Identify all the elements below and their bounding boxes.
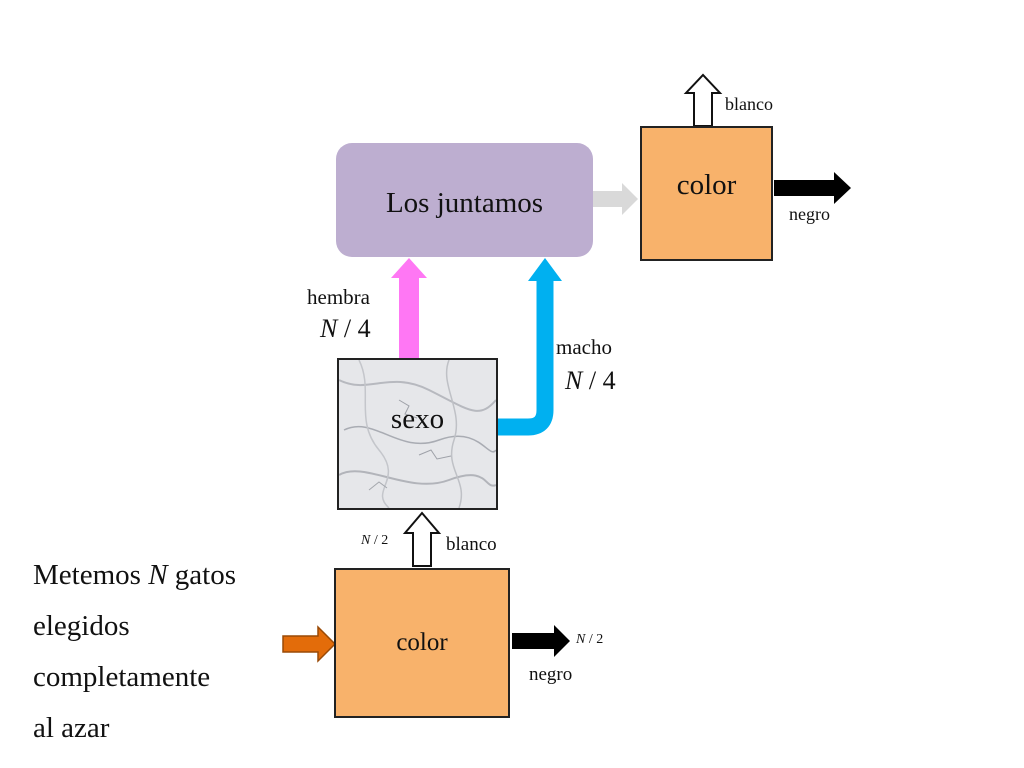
sexo-label: sexo	[390, 402, 445, 435]
sexo-box: sexo	[337, 358, 498, 510]
intro-line-1-a: Metemos	[33, 559, 149, 591]
juntamos-label: Los juntamos	[385, 186, 544, 219]
input-arrow	[282, 625, 337, 663]
hembra-count: N / 4	[320, 316, 371, 342]
marble-texture	[339, 360, 496, 508]
bottom-output-count-frac: / 2	[588, 632, 604, 647]
bottom-blanco-label: blanco	[446, 534, 497, 555]
macho-arrowhead	[528, 258, 562, 281]
intro-line-4: al azar	[33, 712, 110, 744]
hembra-arrow	[391, 258, 427, 358]
bottom-negro-arrow	[512, 625, 570, 657]
sexo-input-count-frac: / 2	[373, 533, 389, 548]
intro-line-1-b: gatos	[167, 559, 236, 591]
bottom-blanco-arrow	[402, 511, 442, 567]
hembra-count-frac: / 4	[343, 314, 371, 343]
bottom-negro-label: negro	[529, 664, 573, 685]
intro-line-1-n: N	[148, 559, 168, 591]
top-blanco-label: blanco	[725, 94, 773, 114]
macho-count-n: N	[565, 366, 583, 395]
macho-label: macho	[556, 335, 612, 359]
intro-line-1: Metemos N gatos	[33, 550, 236, 601]
color-bottom-label: color	[396, 629, 448, 656]
top-blanco-arrow	[683, 73, 723, 127]
intro-line-3: completamente	[33, 661, 211, 693]
top-negro-label: negro	[789, 204, 830, 224]
color-top-label: color	[676, 169, 737, 201]
hembra-label: hembra	[307, 285, 370, 309]
macho-connector	[498, 280, 554, 436]
sexo-input-count: N / 2	[361, 534, 388, 548]
sexo-input-count-n: N	[361, 533, 371, 548]
color-box-bottom: color	[334, 568, 510, 718]
macho-count-frac: / 4	[588, 366, 616, 395]
hembra-count-n: N	[320, 314, 338, 343]
color-box-top: color	[640, 126, 773, 261]
top-negro-arrow	[774, 172, 851, 204]
intro-line-2: elegidos	[33, 610, 130, 642]
juntamos-box: Los juntamos	[336, 143, 593, 257]
intro-text: Metemos N gatos elegidos completamente a…	[33, 550, 236, 754]
macho-count: N / 4	[565, 368, 616, 394]
juntamos-to-color-arrow	[593, 183, 638, 215]
bottom-output-count-n: N	[576, 632, 586, 647]
bottom-output-count: N / 2	[576, 633, 603, 647]
